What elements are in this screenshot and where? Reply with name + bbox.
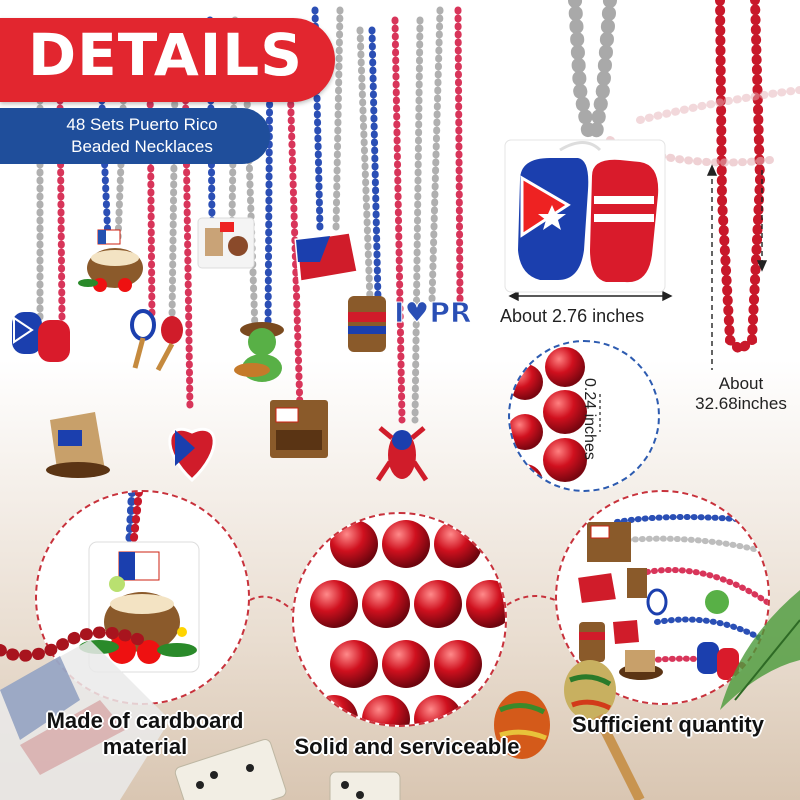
bead-size-label: 0.24 inches [581,378,598,460]
i-love-pr-text: I♥PR [394,296,472,329]
frog-guitar-pendant-icon [234,322,284,382]
subtitle: 48 Sets Puerto Rico Beaded Necklaces [22,114,262,158]
header-banner [0,18,335,102]
coffee-bag-pendant-icon [46,412,110,478]
solid-feature-circle [292,512,507,727]
conga-drum-pendant-icon [348,296,386,352]
subtitle-line-2: Beaded Necklaces [71,137,213,156]
necklace-length-line-1: About [718,374,764,393]
necklace-length-line-2: 32.68inches [695,394,787,413]
large-boxing-gloves-icon [504,139,666,293]
subtitle-banner [0,108,270,164]
cardboard-caption: Made of cardboard material [20,708,270,760]
pr-map-pendant-icon [294,230,360,284]
solid-caption: Solid and serviceable [294,734,520,759]
coconut-pendant-icon [78,229,143,292]
quantity-feature-circle [555,490,770,705]
subtitle-line-1: 48 Sets Puerto Rico [66,115,218,134]
beads-closeup-icon [310,520,505,725]
cigar-box-pendant-icon [270,400,328,458]
fortress-pendant-icon [197,217,255,269]
pendant-width-label: About 2.76 inches [500,306,645,326]
i-love-pr-pendant: I♥PR [394,296,473,330]
cardboard-feature-circle [35,490,250,705]
cardboard-caption-line-1: Made of cardboard [46,708,244,733]
page-title: DETAILS [28,21,304,89]
heart-flag-pendant-icon [168,427,216,483]
pendant-pile-icon [575,514,768,680]
necklace-length-label: About 32.68inches [686,374,796,414]
maracas-pendant-icon [130,309,183,372]
quantity-caption: Sufficient quantity [572,712,764,737]
small-boxing-gloves-icon [12,312,70,362]
coconut-closeup-icon [79,492,200,673]
coqui-frog-pendant-icon [375,426,429,482]
cardboard-caption-line-2: material [102,734,188,759]
